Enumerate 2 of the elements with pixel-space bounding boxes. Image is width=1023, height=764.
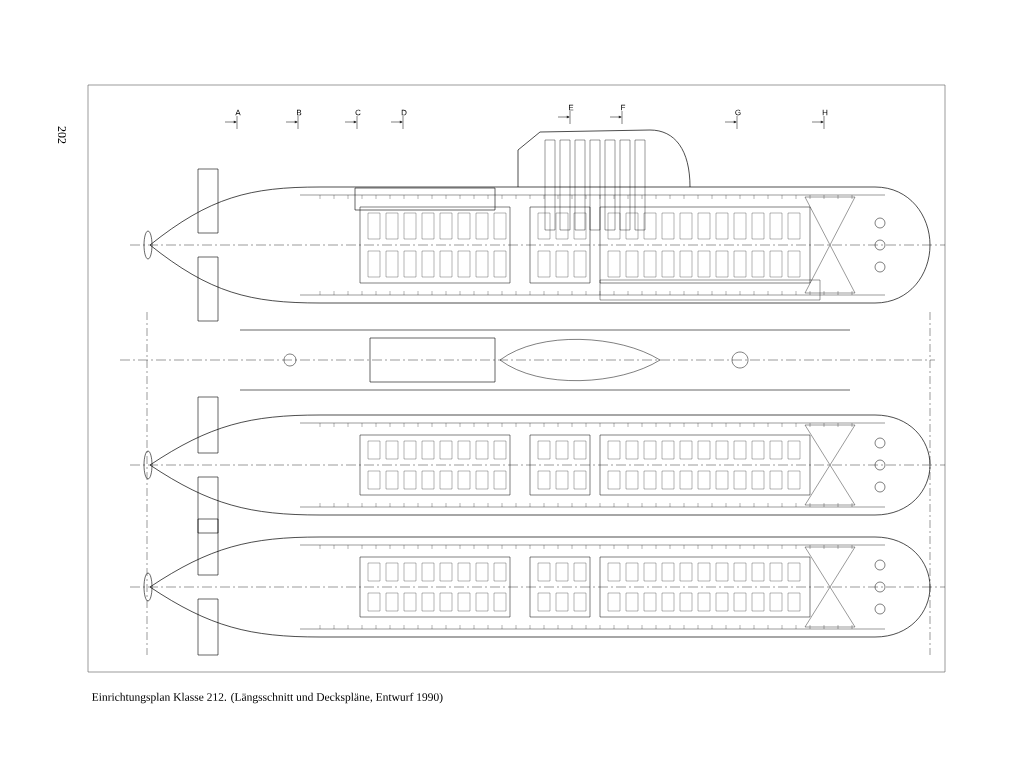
page-number: 202 bbox=[57, 126, 67, 144]
caption: Einrichtungsplan Klasse 212. (Längsschnitt und Deckspläne, Entwurf 1990) bbox=[92, 692, 443, 704]
